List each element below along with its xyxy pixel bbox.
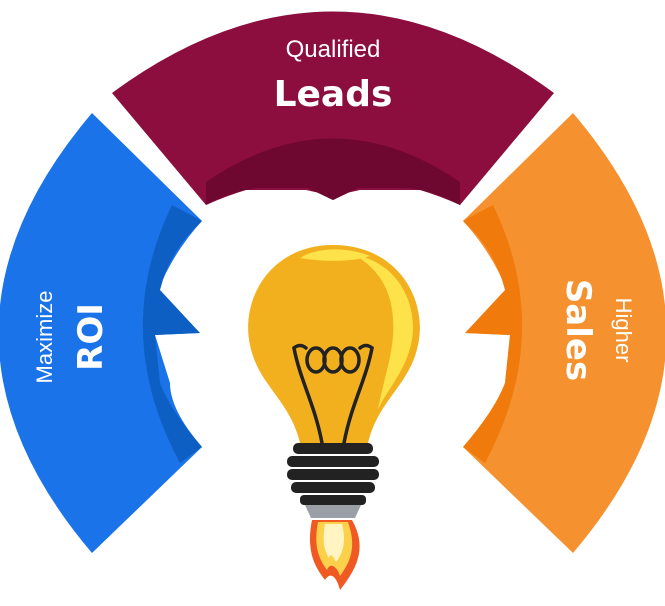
bulb-base [287,443,379,518]
segment-left-label-line1: Maximize [32,291,57,384]
rocket-flame-icon [309,520,360,590]
segment-higher-sales: Higher Sales [463,113,665,553]
segment-left-shape [0,113,202,553]
segment-left-label-line2: ROI [71,303,111,371]
segment-top-label-line2: Leads [274,74,393,115]
bulb-highlight-top [300,249,370,261]
segment-right-inner-band [463,205,523,463]
segment-maximize-roi: Maximize ROI [0,113,202,553]
segment-qualified-leads: Qualified Leads [112,11,554,205]
segment-top-shape [112,11,554,205]
segment-top-notch [308,188,358,200]
bulb-glass [248,245,420,443]
bulb-filament [292,343,374,445]
segment-left-inner-band [142,205,202,463]
bulb-highlight [355,255,413,410]
segment-right-label-line2: Sales [558,279,598,381]
segment-right-shape [463,113,665,553]
segment-top-inner-band [206,138,460,205]
lightbulb-icon [248,245,420,518]
segment-right-label-line1: Higher [611,298,636,363]
segment-top-label-line1: Qualified [286,36,381,63]
